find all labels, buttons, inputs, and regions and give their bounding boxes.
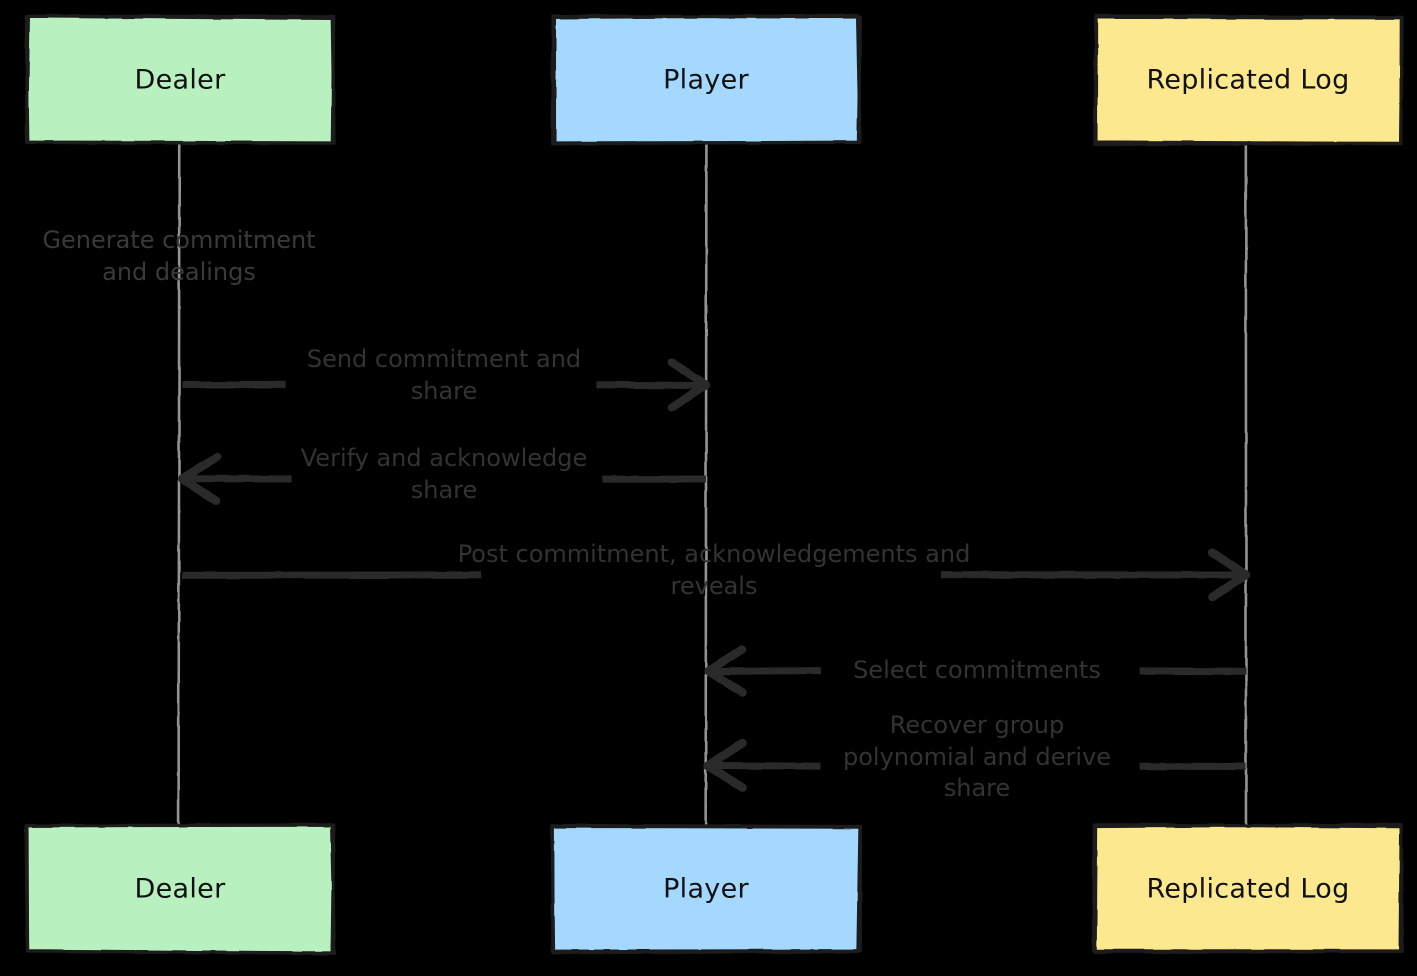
actor-label-player-top: Player — [553, 65, 859, 96]
actor-replicated-log-top[interactable]: Replicated Log — [1095, 17, 1401, 143]
message-shaft-msg-recover-group-1 — [714, 766, 820, 767]
actor-dealer-bottom[interactable]: Dealer — [27, 826, 333, 952]
lifeline-replicated-log — [1246, 143, 1247, 826]
message-shaft-msg-send-commitment-1 — [596, 385, 700, 386]
actor-label-dealer-top: Dealer — [27, 65, 333, 96]
message-shaft-msg-post-commitment-0 — [182, 575, 481, 576]
actor-label-dealer-bottom: Dealer — [27, 874, 333, 905]
actor-label-player-bottom: Player — [553, 874, 859, 905]
message-shaft-msg-select-commitments-1 — [714, 671, 820, 672]
actor-player-top[interactable]: Player — [553, 17, 859, 143]
actor-label-replicated-log-top: Replicated Log — [1095, 65, 1401, 96]
lifeline-dealer — [178, 143, 179, 826]
actor-replicated-log-bottom[interactable]: Replicated Log — [1095, 826, 1401, 952]
actor-player-bottom[interactable]: Player — [553, 826, 859, 952]
actor-dealer-top[interactable]: Dealer — [27, 17, 333, 143]
lifeline-player — [705, 143, 706, 826]
actor-label-replicated-log-bottom: Replicated Log — [1095, 874, 1401, 905]
